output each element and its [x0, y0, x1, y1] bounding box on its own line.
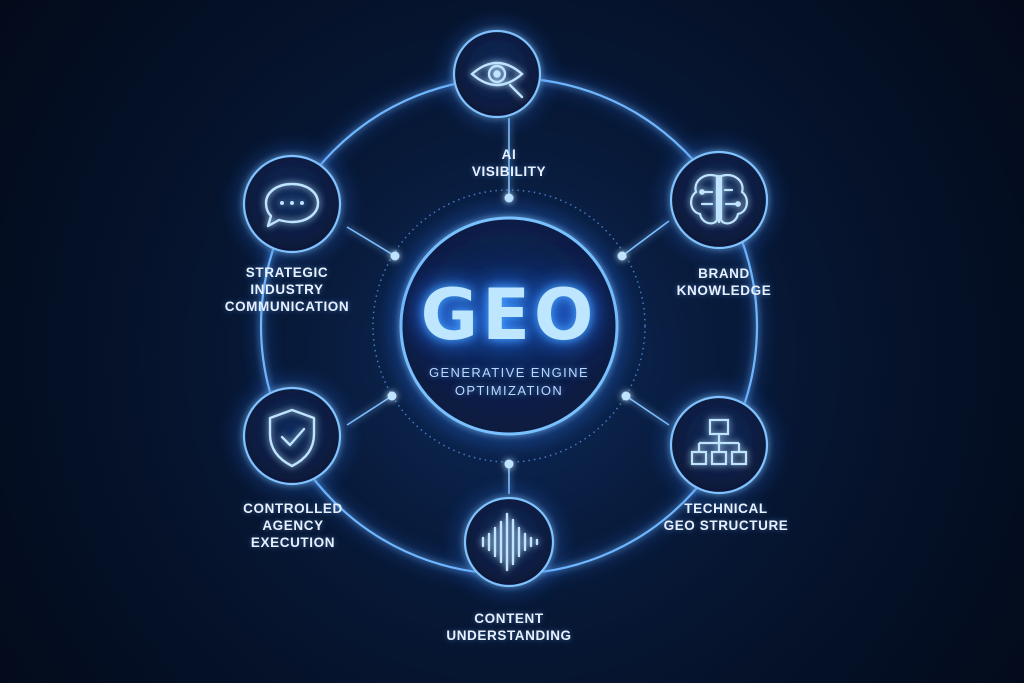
chat-bubble-icon — [264, 182, 320, 228]
node-technical-geo-structure — [664, 390, 774, 500]
spokes — [346, 118, 670, 494]
eye-magnifier-icon — [470, 61, 524, 99]
center-subtitle: GENERATIVE ENGINE OPTIMIZATION — [428, 365, 590, 398]
node-strategic-industry-communication — [237, 149, 347, 259]
label-ai-visibility: AI VISIBILITY — [471, 147, 547, 179]
node-brand-knowledge — [664, 145, 774, 255]
node-content-understanding — [458, 491, 560, 593]
label-strategic-industry-communication: STRATEGIC INDUSTRY COMMUNICATION — [224, 265, 350, 314]
label-controlled-agency-execution: CONTROLLED AGENCY EXECUTION — [243, 501, 343, 550]
center-circle — [399, 216, 619, 436]
dotted-orbit — [372, 189, 646, 463]
node-ai-visibility — [447, 24, 547, 124]
shield-check-icon — [268, 408, 316, 468]
node-controlled-agency-execution — [237, 381, 347, 491]
label-technical-geo-structure: TECHNICAL GEO STRUCTURE — [663, 501, 789, 533]
hierarchy-icon — [690, 418, 748, 466]
label-brand-knowledge: BRAND KNOWLEDGE — [676, 266, 772, 298]
label-content-understanding: CONTENT UNDERSTANDING — [446, 611, 572, 643]
junction-dots — [387, 193, 631, 469]
center-title: GEO — [420, 274, 598, 356]
brain-circuit-icon — [690, 174, 748, 225]
sound-wave-icon — [481, 512, 539, 572]
center-circle-glow — [392, 209, 626, 443]
